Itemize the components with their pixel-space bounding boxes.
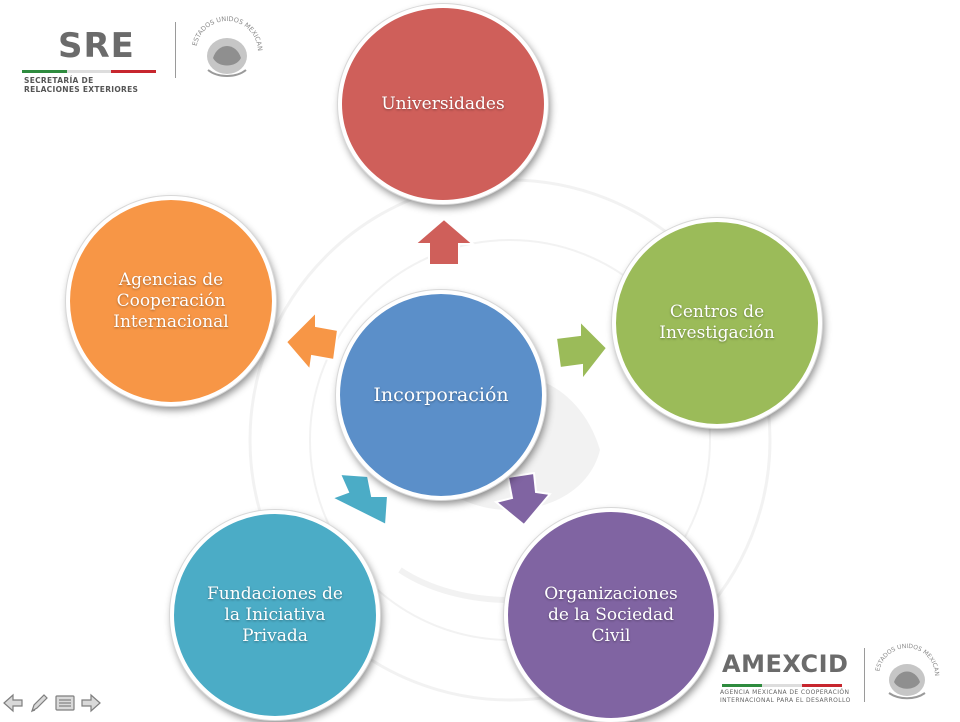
arrow-left-icon[interactable] (2, 692, 24, 714)
node-organizaciones-sociedad-civil: Organizaciones de la Sociedad Civil (504, 508, 718, 722)
mexico-seal-icon: ESTADOS UNIDOS MEXICANOS (872, 638, 940, 700)
node-fundaciones-iniciativa-privada: Fundaciones de la Iniciativa Privada (170, 510, 380, 720)
slide-nav-bar (2, 692, 102, 716)
node-label: Agencias de Cooperación Internacional (113, 269, 229, 332)
arrow-to-organizaciones (493, 471, 552, 527)
node-incorporacion-center: Incorporación (336, 290, 546, 500)
node-centros-de-investigacion: Centros de Investigación (612, 218, 822, 428)
arrow-to-centros (554, 318, 609, 383)
sre-subtitle: SECRETARÍA DE RELACIONES EXTERIORES (24, 76, 138, 94)
arrow-to-fundaciones (329, 472, 390, 527)
arrow-to-agencias (284, 309, 340, 373)
flag-stripe (22, 70, 156, 73)
amexcid-title: AMEXCID (722, 650, 849, 678)
footer-divider (864, 648, 865, 702)
pen-icon[interactable] (28, 692, 50, 714)
sre-logo: SRE SECRETARÍA DE RELACIONES EXTERIORES (14, 22, 164, 94)
arrow-right-icon[interactable] (80, 692, 102, 714)
header-divider (175, 22, 176, 78)
menu-icon[interactable] (54, 692, 76, 714)
amexcid-subtitle: AGENCIA MEXICANA DE COOPERACIÓN INTERNAC… (720, 689, 851, 705)
node-label: Universidades (381, 93, 505, 114)
center-label: Incorporación (373, 383, 509, 406)
amexcid-logo: AMEXCID AGENCIA MEXICANA DE COOPERACIÓN … (712, 640, 942, 710)
node-label: Centros de Investigación (659, 302, 775, 343)
sre-subtitle-line1: SECRETARÍA DE (24, 76, 94, 85)
arrow-to-universidades (412, 217, 476, 266)
amexcid-subtitle-line2: INTERNACIONAL PARA EL DESARROLLO (720, 697, 851, 704)
sre-logo-text: SRE (58, 26, 135, 66)
node-label: Fundaciones de la Iniciativa Privada (207, 583, 343, 646)
node-agencias-cooperacion-internacional: Agencias de Cooperación Internacional (66, 196, 276, 406)
mexico-seal-icon: ESTADOS UNIDOS MEXICANOS (188, 12, 264, 77)
node-universidades: Universidades (338, 4, 548, 204)
node-label: Organizaciones de la Sociedad Civil (544, 583, 678, 646)
sre-subtitle-line2: RELACIONES EXTERIORES (24, 85, 139, 94)
flag-stripe (722, 684, 842, 687)
amexcid-subtitle-line1: AGENCIA MEXICANA DE COOPERACIÓN (720, 689, 850, 696)
